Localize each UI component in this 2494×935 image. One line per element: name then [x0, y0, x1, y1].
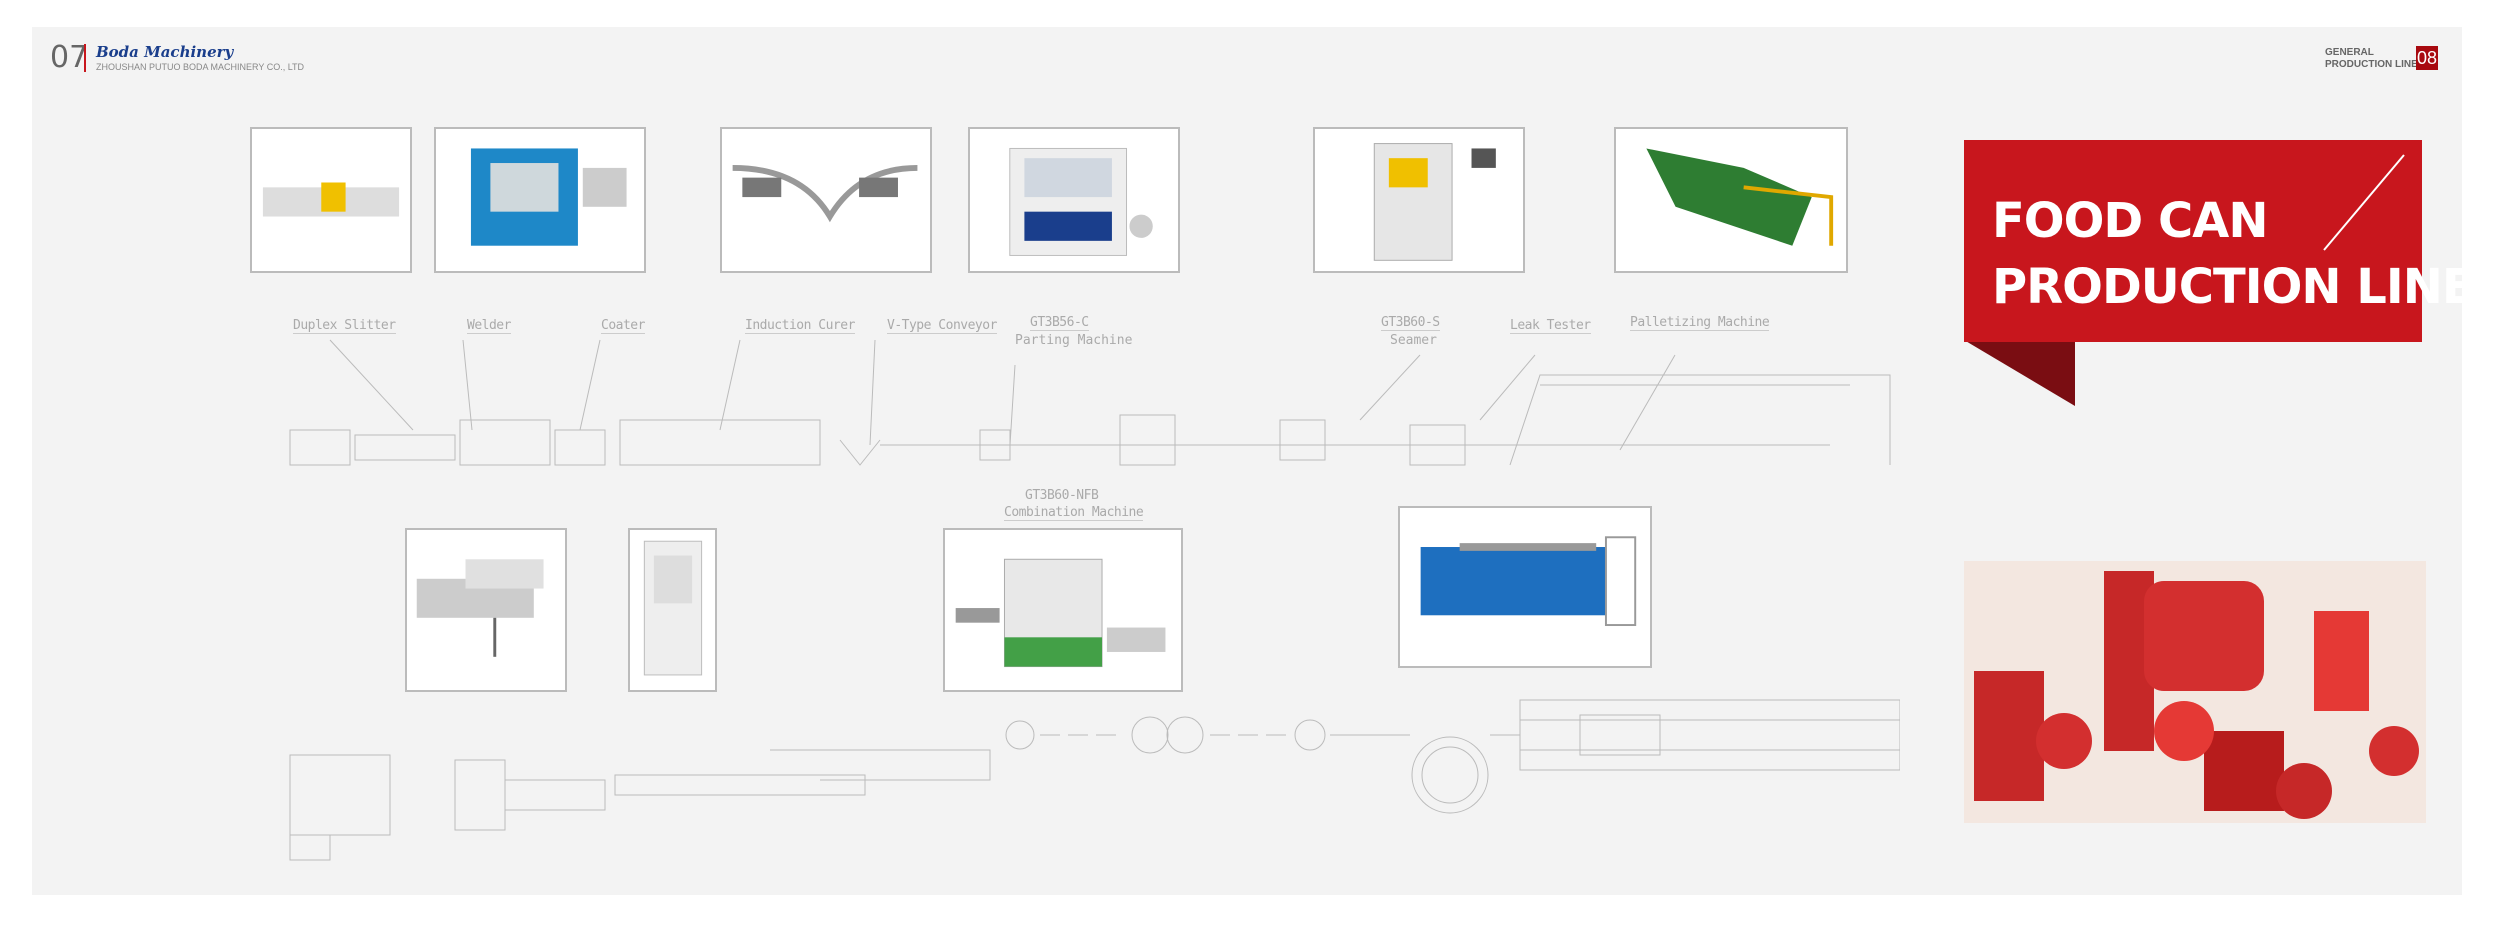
section-title: GENERAL PRODUCTION LINE [2325, 47, 2418, 71]
label-induction-curer: Induction Curer [745, 318, 855, 334]
bodymaker-photo [1398, 506, 1652, 668]
banner-line2: PRODUCTION LINE [1992, 259, 2475, 315]
label-coater: Coater [601, 318, 645, 334]
duplex-slitter-photo [250, 127, 412, 273]
control-cabinet-photo [628, 528, 717, 692]
tomato-cans-photo [1964, 561, 2426, 823]
label-seamer-model: GT3B60-S [1381, 315, 1440, 331]
production-line-schematic-bottom [289, 699, 1900, 861]
parting-machine-photo [968, 127, 1180, 273]
label-duplex-slitter: Duplex Slitter [293, 318, 396, 334]
banner-title: FOOD CAN PRODUCTION LINE [1992, 188, 2475, 320]
seamer-photo [1313, 127, 1525, 273]
brand-logo: Boda Machinery [96, 43, 234, 61]
oven-conveyor-photo [405, 528, 567, 692]
label-combination-name: Combination Machine [1004, 505, 1144, 521]
combination-machine-photo [943, 528, 1183, 692]
label-leak-tester: Leak Tester [1510, 318, 1591, 334]
palletizing-photo [1614, 127, 1848, 273]
section-line1: GENERAL [2325, 47, 2374, 58]
coater-photo [720, 127, 932, 273]
label-parting-name: Parting Machine [1015, 333, 1133, 348]
banner-line1: FOOD CAN [1992, 193, 2268, 249]
title-banner [1964, 140, 2422, 406]
label-palletizing: Palletizing Machine [1630, 315, 1770, 331]
production-line-schematic-top [289, 339, 1891, 466]
divider [84, 44, 86, 72]
page-number-right: 08 [2416, 46, 2438, 70]
company-name: ZHOUSHAN PUTUO BODA MACHINERY CO., LTD [96, 62, 305, 72]
label-vtype-conveyor: V-Type Conveyor [887, 318, 997, 334]
welder-photo [434, 127, 646, 273]
label-welder: Welder [467, 318, 511, 334]
label-seamer-name: Seamer [1390, 333, 1437, 348]
label-parting-model: GT3B56-C [1030, 315, 1089, 331]
page-number-left: 07 [50, 40, 89, 75]
section-line2: PRODUCTION LINE [2325, 59, 2418, 70]
label-combination-model: GT3B60-NFB [1025, 488, 1099, 503]
